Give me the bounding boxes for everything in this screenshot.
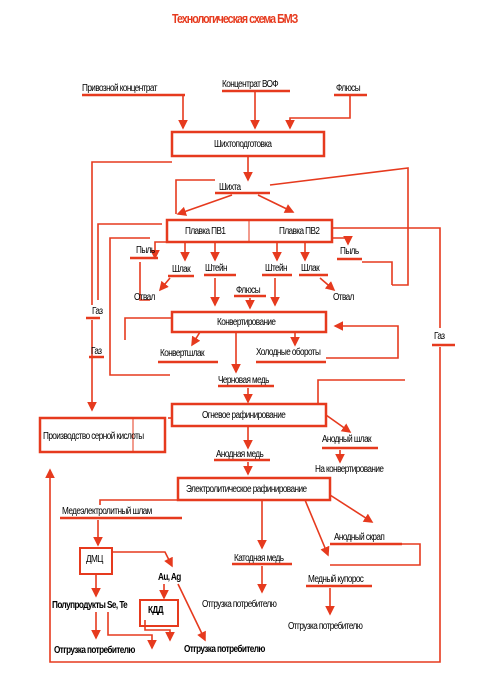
node-kdd: КДД <box>148 605 164 616</box>
arrow-anode-slag <box>325 414 352 433</box>
node-dms: ДМЦ <box>86 554 103 565</box>
node-anode-scrap: Анодный скрап <box>334 532 385 543</box>
input-vof-concentrate: Концентрат ВОФ <box>222 79 279 90</box>
node-anode-slag: Анодный шлак <box>322 434 372 445</box>
node-gas-right: Газ <box>434 331 445 342</box>
node-acid-plant: Производство серной кислоты <box>43 431 144 442</box>
line-dust-left-back <box>139 262 150 301</box>
node-matte-right: Штейн <box>265 263 288 274</box>
conversion-box <box>170 310 328 334</box>
arrow-dms-auag <box>112 551 173 568</box>
line-left-gas <box>91 161 172 305</box>
node-slag-right: Шлак <box>301 263 320 274</box>
arrow-anode-scrap <box>329 494 374 523</box>
arrow-slag-dump-left <box>158 277 171 292</box>
arrow-auag-consumer <box>177 583 206 642</box>
node-dust-right: Пыль <box>340 246 359 257</box>
node-consumer-cathode: Отгрузка потребителю <box>202 599 277 610</box>
line-dust-right-back <box>362 261 393 285</box>
node-matte-left: Штейн <box>205 263 228 274</box>
node-fluxes2: Флюсы <box>236 285 261 296</box>
node-cathode-copper: Катодная медь <box>234 553 284 564</box>
node-consumer-auag: Отгрузка потребителю <box>184 644 265 655</box>
arrow-charge-pv2 <box>257 194 295 213</box>
node-consumer-semi: Отгрузка потребителю <box>54 645 135 656</box>
arrow-charge-pv1 <box>176 194 233 216</box>
arrow-kdd-down <box>144 620 175 642</box>
input-fluxes: Флюсы <box>336 83 361 94</box>
line-smelt-left-loop <box>109 237 170 376</box>
node-charge: Шихта <box>219 182 241 193</box>
node-electrorefining: Электролитическое рафинирование <box>186 484 307 495</box>
line-electro-sludge <box>99 499 178 505</box>
node-cold-scrap: Холодные обороты <box>256 347 321 358</box>
line-gas-fire <box>317 379 405 404</box>
node-conversion: Конвертирование <box>217 317 276 328</box>
arrow-slag-dump-right <box>319 277 336 292</box>
line-recycle-right <box>269 167 409 286</box>
line-gas-right-to-acid <box>45 347 441 663</box>
node-dump-left: Отвал <box>134 292 155 303</box>
node-converter-slag: Конвертшлак <box>160 348 205 359</box>
line-gas-right <box>332 227 441 328</box>
node-dump-right: Отвал <box>333 292 354 303</box>
node-anode-copper: Анодная медь <box>216 449 264 460</box>
node-pv1: Плавка ПВ1 <box>185 226 226 237</box>
line-conv-gas <box>124 317 172 340</box>
line-cold-scrap-back <box>326 321 399 359</box>
node-charge-prep: Шихтоподготовка <box>214 139 272 150</box>
diagram-title: Технологическая схема БМЗ <box>172 11 298 26</box>
node-gas-left2: Газ <box>91 346 102 357</box>
node-semiproducts: Полупродукты Se, Te <box>52 600 128 611</box>
acid-plant-box <box>38 416 167 454</box>
node-blister-copper: Черновая медь <box>218 375 269 386</box>
node-copper-sulfate: Медный купорос <box>308 574 364 585</box>
arrow-conv-slag <box>191 331 201 347</box>
arrow-dust-right <box>332 236 353 246</box>
node-slag-left: Шлак <box>172 264 191 275</box>
line-charge-left <box>175 179 215 214</box>
node-fire-refining: Огневое рафинирование <box>202 410 286 421</box>
node-consumer-sulfate: Отгрузка потребителю <box>288 621 363 632</box>
node-on-conversion: На конвертирование <box>315 464 384 475</box>
arrow-fluxes <box>285 95 351 130</box>
electrorefining-box <box>176 476 332 502</box>
arrow-semi-kdd <box>107 612 157 650</box>
node-au-ag: Au, Ag <box>158 572 181 583</box>
line-scrap-return <box>330 543 421 566</box>
kdd-box <box>139 599 179 627</box>
line-smelt-gas <box>97 223 162 300</box>
node-pv2: Плавка ПВ2 <box>279 226 320 237</box>
node-gas-left1: Газ <box>92 306 103 317</box>
arrow-dust-left <box>150 241 175 260</box>
node-dust-left: Пыль <box>136 245 155 256</box>
arrow-sulfate <box>304 499 330 557</box>
input-nickel-concentrate: Привозной концентрат <box>82 83 157 94</box>
node-anode-sludge: Медеэлектролитный шлам <box>62 506 152 517</box>
